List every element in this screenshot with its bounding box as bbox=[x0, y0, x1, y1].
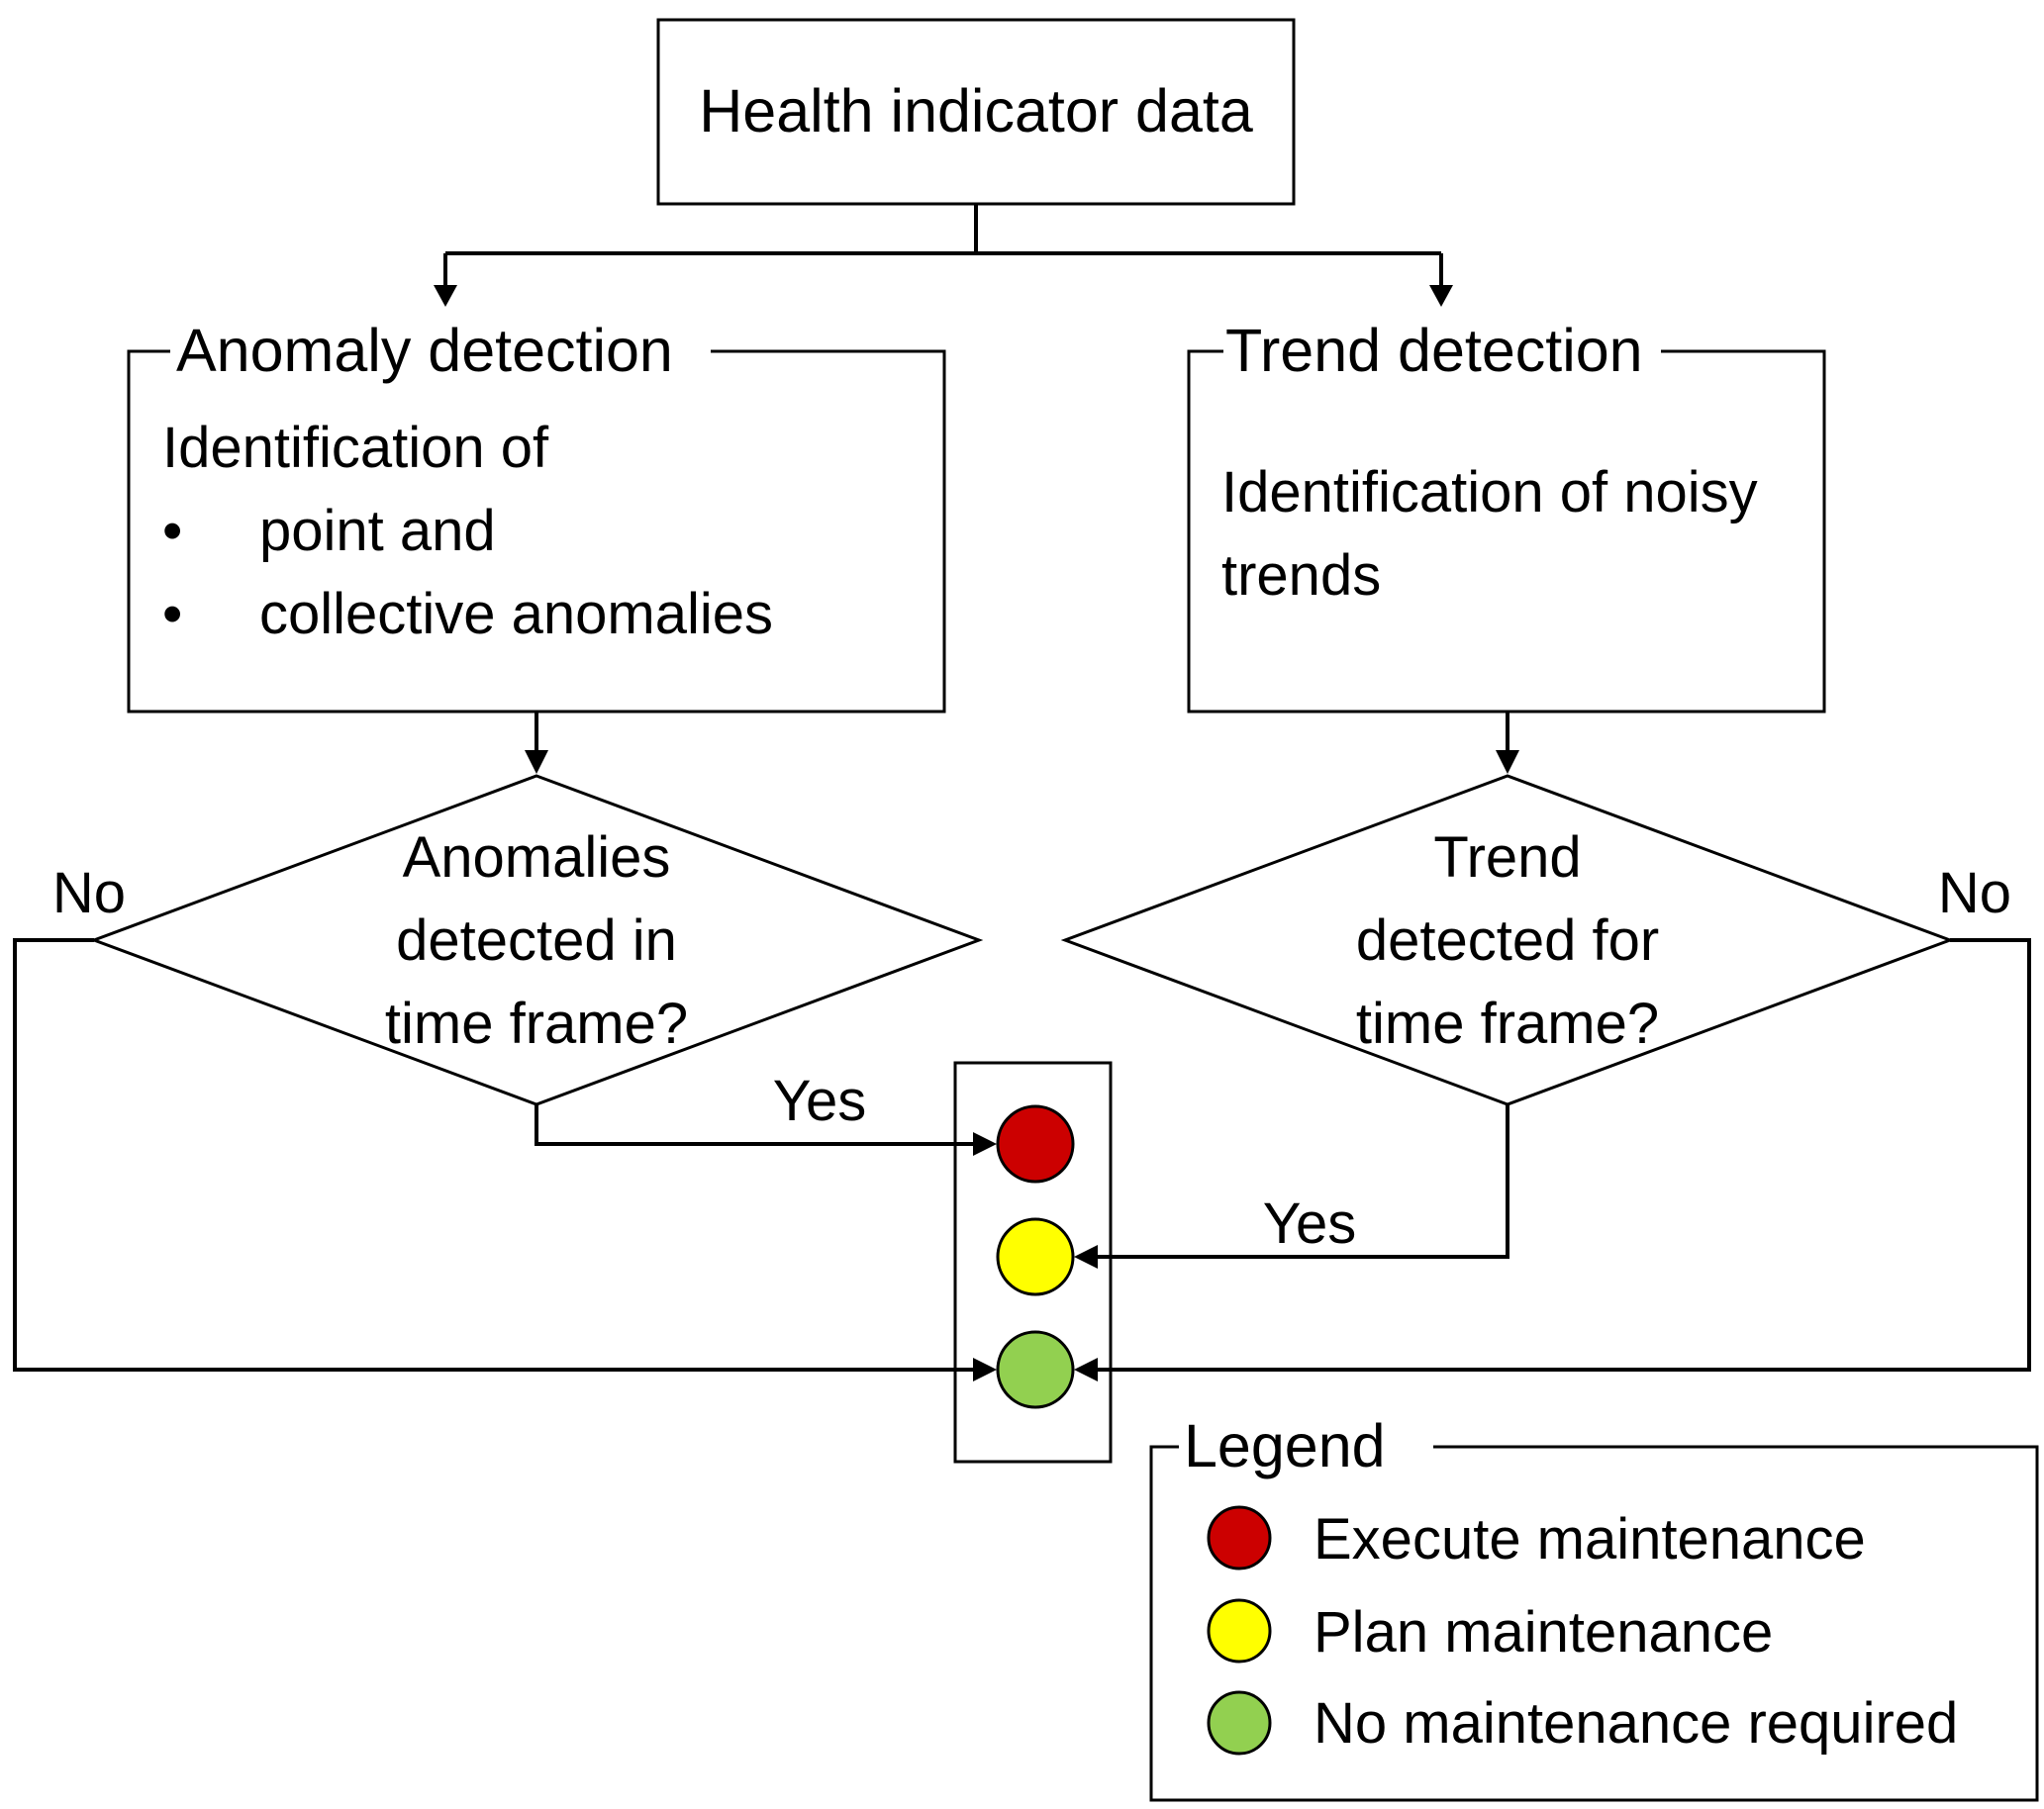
trend-yes-connector: Yes bbox=[1074, 1104, 1509, 1269]
legend-swatch-green bbox=[1207, 1690, 1272, 1756]
trend-no-line bbox=[1096, 938, 2031, 1372]
legend-item-label: Execute maintenance bbox=[1314, 1507, 1866, 1571]
trend-no-connector: No bbox=[1074, 861, 2031, 1381]
legend-frame bbox=[1149, 1445, 2039, 1802]
start-box-frame bbox=[656, 18, 1296, 206]
red-light bbox=[996, 1104, 1075, 1184]
anomaly-box-intro: Identification of bbox=[162, 416, 549, 480]
arrowhead-to-anomaly-box bbox=[434, 285, 457, 307]
trend-decision-line: Trend bbox=[1433, 825, 1581, 890]
box-to-decision-arrows bbox=[525, 712, 1519, 774]
trend-yes-label: Yes bbox=[1263, 1191, 1357, 1256]
anomaly-box-title: Anomaly detection bbox=[176, 317, 673, 384]
anomaly-yes-label: Yes bbox=[773, 1069, 867, 1133]
anomaly-bullet-marker: • bbox=[162, 582, 182, 646]
trend-box-line: Identification of noisy bbox=[1221, 460, 1758, 524]
health-indicator-data-box: Health indicator data bbox=[656, 18, 1296, 206]
anomaly-bullet-item: collective anomalies bbox=[259, 582, 773, 646]
legend: Legend Execute maintenance Plan maintena… bbox=[1149, 1412, 2039, 1802]
traffic-light bbox=[953, 1061, 1113, 1464]
anomaly-decision-line: detected in bbox=[396, 908, 677, 973]
anomaly-bullet-marker: • bbox=[162, 499, 182, 563]
anomaly-bullet-item: point and bbox=[259, 499, 496, 563]
trend-yes-line bbox=[1096, 1104, 1509, 1259]
arrowhead-to-green-light-right bbox=[1074, 1358, 1098, 1381]
arrowhead-to-yellow-light bbox=[1074, 1245, 1098, 1269]
trend-no-label: No bbox=[1938, 861, 2011, 925]
trend-box-line: trends bbox=[1221, 543, 1381, 608]
anomaly-detection-box: Anomaly detection Identification of • po… bbox=[127, 317, 946, 714]
anomaly-no-line bbox=[13, 938, 975, 1372]
trend-decision-line: detected for bbox=[1356, 908, 1659, 973]
legend-title: Legend bbox=[1184, 1412, 1386, 1479]
trend-decision-line: time frame? bbox=[1356, 992, 1659, 1056]
anomaly-no-connector: No bbox=[13, 861, 997, 1381]
arrowhead-to-red-light bbox=[973, 1132, 997, 1156]
arrowhead-to-trend-box bbox=[1429, 285, 1453, 307]
anomaly-box-frame bbox=[127, 349, 946, 714]
legend-swatch-yellow bbox=[1207, 1598, 1272, 1664]
legend-swatch-red bbox=[1207, 1505, 1272, 1571]
anomaly-decision-line: Anomalies bbox=[403, 825, 671, 890]
green-light bbox=[996, 1330, 1075, 1409]
trend-box-title: Trend detection bbox=[1225, 317, 1643, 384]
arrowhead-to-trend-decision bbox=[1496, 750, 1519, 774]
trend-detection-box: Trend detection Identification of noisy … bbox=[1187, 317, 1826, 714]
legend-item-label: Plan maintenance bbox=[1314, 1600, 1773, 1665]
start-box-label: Health indicator data bbox=[699, 77, 1253, 144]
split-connector bbox=[434, 204, 1453, 307]
arrowhead-to-green-light-left bbox=[973, 1358, 997, 1381]
anomaly-yes-line bbox=[535, 1104, 975, 1146]
yellow-light bbox=[996, 1217, 1075, 1296]
anomaly-yes-connector: Yes bbox=[535, 1069, 997, 1156]
anomaly-no-label: No bbox=[52, 861, 126, 925]
trend-box-frame bbox=[1187, 349, 1826, 714]
arrowhead-to-anomaly-decision bbox=[525, 750, 548, 774]
trend-decision-diamond: Trend detected for time frame? bbox=[1060, 774, 1955, 1106]
anomaly-decision-diamond: Anomalies detected in time frame? bbox=[89, 774, 984, 1106]
legend-item-label: No maintenance required bbox=[1314, 1691, 1958, 1756]
anomaly-decision-line: time frame? bbox=[385, 992, 688, 1056]
